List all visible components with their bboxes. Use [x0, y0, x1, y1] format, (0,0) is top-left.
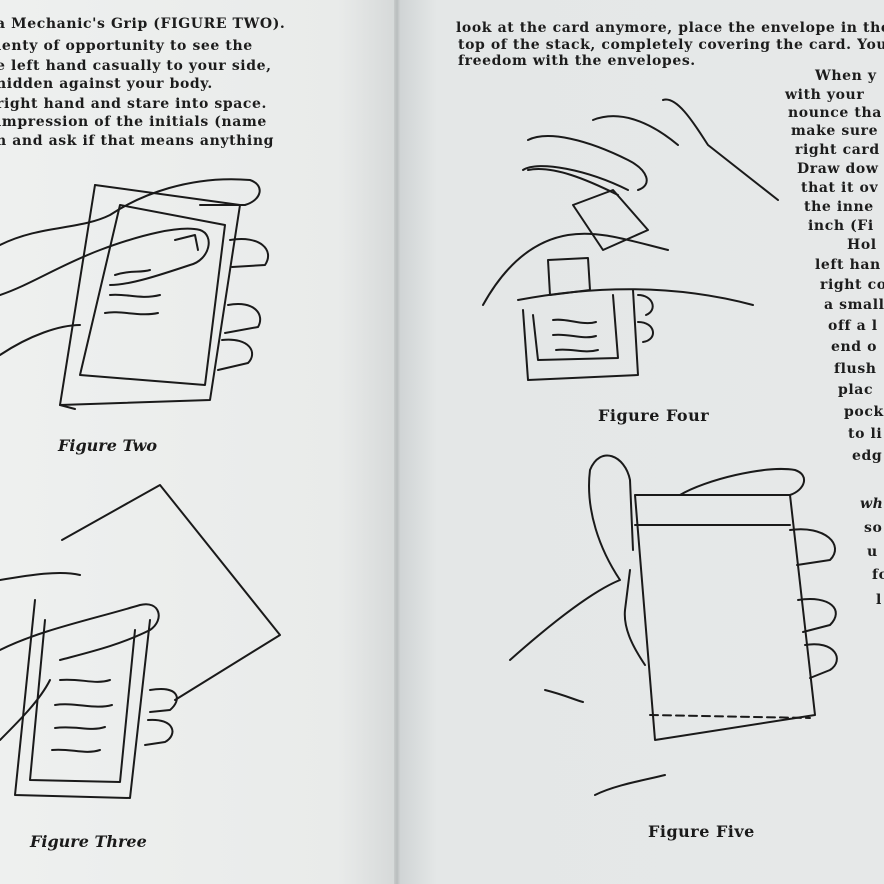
- right-page: [398, 0, 884, 884]
- left-page: [0, 0, 398, 884]
- text-line: l: [876, 592, 882, 608]
- figure-three-caption: Figure Three: [30, 832, 147, 851]
- text-line: wh: [860, 496, 884, 512]
- text-line: nounce tha: [788, 105, 882, 121]
- figure-five-caption: Figure Five: [648, 822, 755, 841]
- text-line: right hand and stare into space.: [0, 96, 268, 112]
- text-line: a small: [824, 297, 884, 313]
- figure-three-illustration: [0, 484, 281, 799]
- text-line: right co: [820, 277, 884, 293]
- text-line: so: [864, 520, 883, 536]
- text-line: impression of the initials (name: [0, 114, 267, 130]
- book-gutter: [394, 0, 400, 884]
- figure-four-caption: Figure Four: [598, 406, 710, 425]
- text-line: pock: [844, 404, 884, 420]
- figure-two-illustration: [0, 178, 270, 410]
- text-line: look at the card anymore, place the enve…: [456, 20, 884, 36]
- text-line: Hol: [847, 237, 877, 253]
- figure-four-illustration: [482, 98, 779, 381]
- text-line: to li: [848, 426, 883, 442]
- text-line: Draw dow: [797, 161, 879, 177]
- text-line: left han: [815, 257, 881, 273]
- text-line: with your: [785, 87, 865, 103]
- text-line: edg: [852, 448, 883, 464]
- text-line: end o: [831, 339, 878, 355]
- text-line: a Mechanic's Grip (FIGURE TWO).: [0, 16, 286, 32]
- figure-five-illustration: [509, 454, 838, 796]
- text-line: plac: [838, 382, 874, 398]
- figure-two-caption: Figure Two: [58, 436, 158, 455]
- text-line: the inne: [804, 199, 874, 215]
- text-line: lenty of opportunity to see the: [0, 38, 253, 54]
- text-line: When y: [815, 68, 877, 84]
- text-line: freedom with the envelopes.: [458, 53, 696, 69]
- text-line: u: [867, 544, 878, 560]
- text-line: inch (Fi: [808, 218, 874, 234]
- text-line: that it ov: [801, 180, 879, 196]
- text-line: off a l: [828, 318, 878, 334]
- text-line: e left hand casually to your side,: [0, 58, 272, 74]
- text-line: hidden against your body.: [0, 76, 213, 92]
- text-line: right card: [795, 142, 880, 158]
- text-line: n and ask if that means anything: [0, 133, 275, 149]
- text-line: fo: [872, 567, 884, 583]
- text-line: make sure: [791, 123, 879, 139]
- text-line: top of the stack, completely covering th…: [458, 37, 884, 53]
- text-line: flush: [834, 361, 877, 377]
